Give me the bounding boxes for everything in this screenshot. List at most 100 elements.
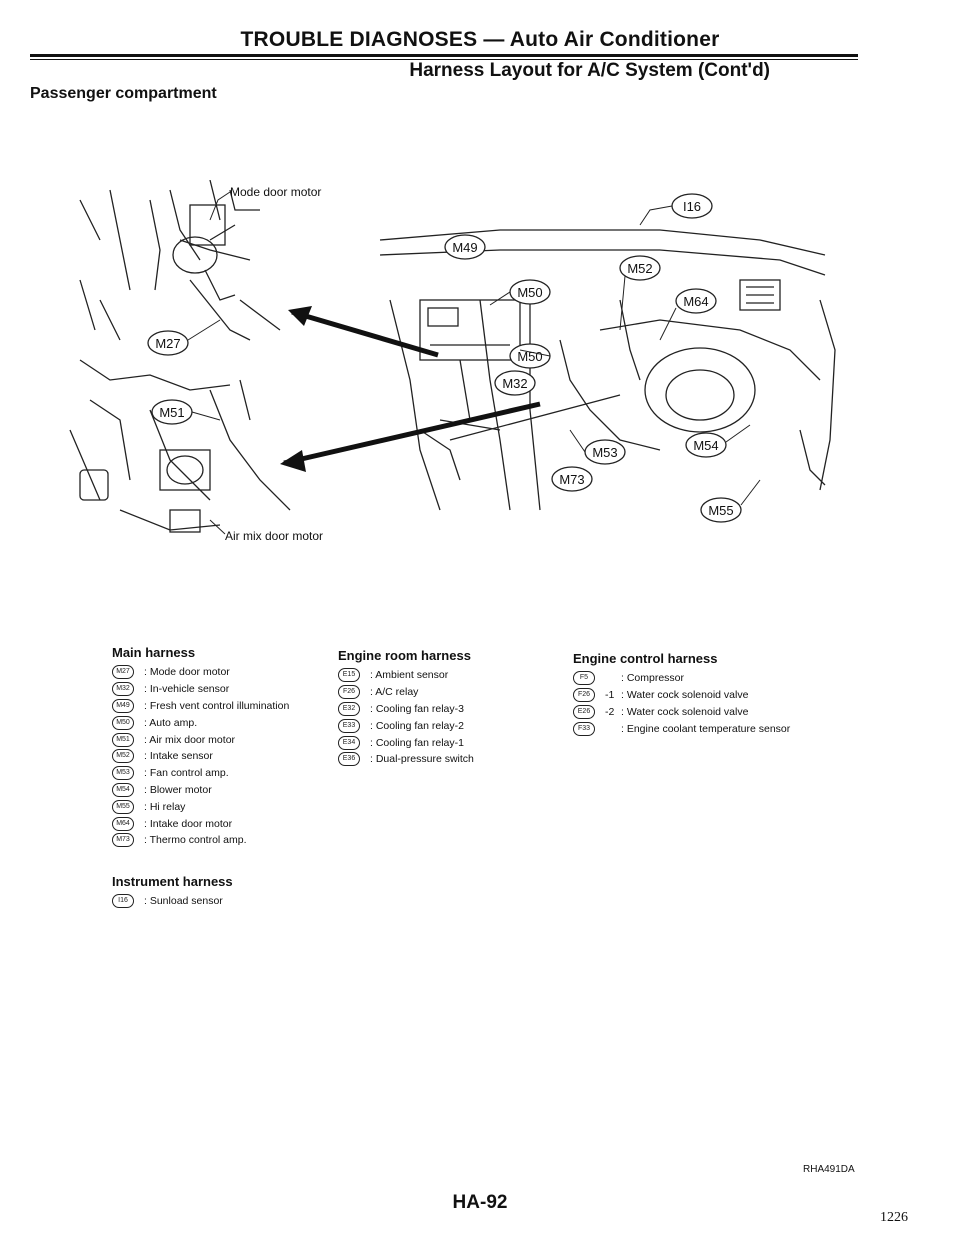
legend-row: M32: In-vehicle sensor	[112, 681, 289, 698]
leader-m27	[187, 319, 221, 341]
balloon-m54	[685, 432, 727, 458]
connector-badge: F5	[573, 671, 595, 686]
arrow-upper-shaft	[291, 309, 439, 358]
leader-m52	[619, 275, 626, 331]
leader-m64	[659, 307, 677, 341]
legend-row: M49 : Fresh vent control illumination	[112, 698, 289, 715]
legend-row: E26-2: Water cock solenoid valve	[573, 704, 790, 721]
callout-mode-door-motor: Mode door motor	[230, 185, 321, 199]
legend-description: : Air mix door motor	[144, 733, 236, 746]
legend-instrument-list: I16 : Sunload sensor	[112, 893, 233, 910]
connector-badge: M49	[112, 698, 134, 713]
legend-description: : Blower motor	[144, 783, 212, 796]
connector-badge: M64	[112, 816, 134, 831]
callout-leader-airmix	[209, 519, 226, 535]
legend-description: : Intake door motor	[144, 817, 233, 830]
legend-description: : Water cock solenoid valve	[621, 689, 749, 702]
leader-m50b	[519, 349, 551, 357]
harness-diagram-svg: Mode door motor Air mix door motor M27 M…	[69, 179, 836, 543]
connector-pin-suffix: -1	[605, 689, 615, 702]
connector-badge: M54	[112, 782, 134, 797]
connector-badge: M32	[112, 682, 134, 697]
drawing-code: RHA491DA	[803, 1164, 855, 1175]
air-mix-linework	[69, 359, 291, 531]
leader-m54	[725, 424, 751, 443]
connector-balloons	[147, 193, 742, 523]
balloon-m55	[700, 497, 742, 523]
legend-row: M52: Intake sensor	[112, 748, 289, 765]
connector-badge: M53	[112, 766, 134, 781]
connector-label-m73: M73	[559, 472, 584, 487]
connector-badge: M55	[112, 799, 134, 814]
legend-row: F26 -1 : Water cock solenoid valve	[573, 687, 790, 704]
legend-row: M55: Hi relay	[112, 798, 289, 815]
center-stack-detail	[430, 344, 510, 431]
pointer-arrows	[280, 306, 541, 472]
legend-row: E33: Cooling fan relay-2	[338, 717, 474, 734]
air-mix-motor-body	[159, 449, 211, 491]
legend-row: F33: Engine coolant temperature sensor	[573, 720, 790, 737]
right-dash-lines	[619, 299, 836, 491]
legend-description: : Sunload sensor	[144, 895, 223, 908]
balloon-m52	[619, 255, 661, 281]
side-vent	[739, 279, 781, 311]
legend-row: E32: Cooling fan relay-3	[338, 701, 474, 718]
connector-badge: M50	[112, 715, 134, 730]
mode-door-linework	[79, 179, 281, 341]
leader-m53	[569, 429, 586, 453]
connector-badge: E15	[338, 668, 360, 683]
connector-badge: E33	[338, 718, 360, 733]
connector-leaders	[187, 205, 761, 506]
legend-engine-control-title: Engine control harness	[573, 651, 718, 666]
header-rule	[30, 54, 858, 57]
legend-description: : Cooling fan relay-3	[370, 702, 464, 715]
connector-label-m54: M54	[693, 438, 718, 453]
callout-air-mix-door-motor: Air mix door motor	[225, 529, 323, 543]
connector-label-m52: M52	[627, 261, 652, 276]
connector-label-m50a: M50	[517, 285, 542, 300]
page-subtitle: Harness Layout for A/C System (Cont'd)	[409, 60, 770, 81]
balloon-m73	[551, 466, 593, 492]
legend-description: : Water cock solenoid valve	[621, 705, 749, 718]
legend-row: F5 : Compressor	[573, 670, 790, 687]
legend-engine-room-title: Engine room harness	[338, 648, 471, 663]
dashboard-view	[379, 229, 836, 511]
page-number: HA-92	[452, 1192, 508, 1213]
connector-badge: E26	[573, 704, 595, 719]
legend-instrument-title: Instrument harness	[112, 874, 233, 889]
legend-row: M73 : Thermo control amp.	[112, 832, 289, 849]
connector-label-m49: M49	[452, 240, 477, 255]
connector-badge: F26	[573, 688, 595, 703]
left-detail-views	[69, 179, 291, 533]
sheet-number: 1226	[880, 1210, 908, 1225]
console-lines	[419, 394, 621, 481]
legend-description: : Thermo control amp.	[144, 834, 247, 847]
balloon-m27	[147, 330, 189, 356]
connector-badge: M27	[112, 665, 134, 680]
legend-row: I16 : Sunload sensor	[112, 893, 233, 910]
legend-row: E36: Dual-pressure switch	[338, 751, 474, 768]
legend-row: M53: Fan control amp.	[112, 765, 289, 782]
connector-badge: M52	[112, 749, 134, 764]
blower-housing	[644, 347, 756, 433]
connector-badge: I16	[112, 894, 134, 909]
legend-row: M54 : Blower motor	[112, 782, 289, 799]
legend-description: : Compressor	[621, 672, 685, 685]
connector-badge: M51	[112, 732, 134, 747]
legend-row: M27 : Mode door motor	[112, 664, 289, 681]
heater-unit-outline	[559, 319, 821, 451]
legend-description: : Mode door motor	[144, 666, 230, 679]
legend-instrument-harness: Instrument harness I16 : Sunload sensor	[112, 874, 233, 910]
connector-badge: M73	[112, 833, 134, 848]
connector-label-m64: M64	[683, 294, 708, 309]
connector-label-m53: M53	[592, 445, 617, 460]
legend-description: : Engine coolant temperature sensor	[621, 722, 791, 735]
balloon-m49	[444, 234, 486, 260]
callout-leader-mode	[209, 191, 231, 221]
mode-door-bracket	[204, 224, 236, 301]
legend-description: : Fresh vent control illumination	[144, 699, 290, 712]
